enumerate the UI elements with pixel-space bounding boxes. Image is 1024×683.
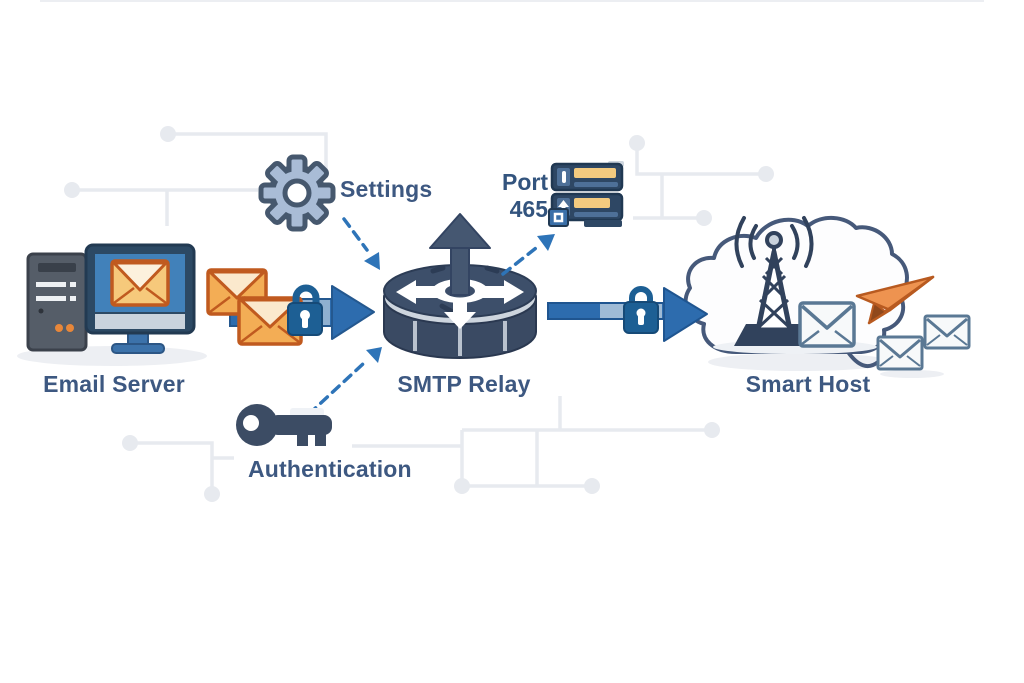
auth-dashed-arrow xyxy=(307,347,382,416)
desktop-tower-icon xyxy=(26,252,88,352)
smart-host-label: Smart Host xyxy=(745,371,871,397)
outgoing-envelope-icon-2 xyxy=(237,296,303,346)
small-envelope-icon-2 xyxy=(923,314,971,350)
radio-tower-icon xyxy=(734,216,814,346)
lock-icon xyxy=(287,284,323,336)
authentication-label: Authentication xyxy=(248,456,412,482)
down-arrow-glyph xyxy=(444,302,476,329)
port-label-line2: 465 xyxy=(509,196,548,222)
page-top-rule xyxy=(40,0,984,2)
port-label-line1: Port xyxy=(502,169,548,195)
port-465-label: Port 465 xyxy=(480,169,548,223)
email-server-label: Email Server xyxy=(43,371,185,397)
router-icon xyxy=(383,213,537,359)
up-arrow-glyph xyxy=(429,213,491,296)
lock-icon-2 xyxy=(623,286,659,334)
settings-dashed-arrow xyxy=(342,217,380,270)
smtp-relay-label: SMTP Relay xyxy=(397,371,531,397)
paper-plane-icon xyxy=(855,275,935,325)
port-dashed-arrow xyxy=(501,234,555,276)
right-arrow-glyph xyxy=(476,280,524,304)
small-envelope-icon xyxy=(876,335,924,371)
screen-envelope-icon xyxy=(110,259,170,307)
circuit-traces xyxy=(64,126,774,502)
monitor-icon xyxy=(84,243,196,354)
server-stack-icon xyxy=(548,161,624,227)
gear-icon xyxy=(258,154,336,232)
cloud-envelope-icon xyxy=(798,301,856,348)
settings-label: Settings xyxy=(340,176,433,202)
key-icon xyxy=(236,404,332,446)
left-arrow-glyph xyxy=(396,280,444,304)
